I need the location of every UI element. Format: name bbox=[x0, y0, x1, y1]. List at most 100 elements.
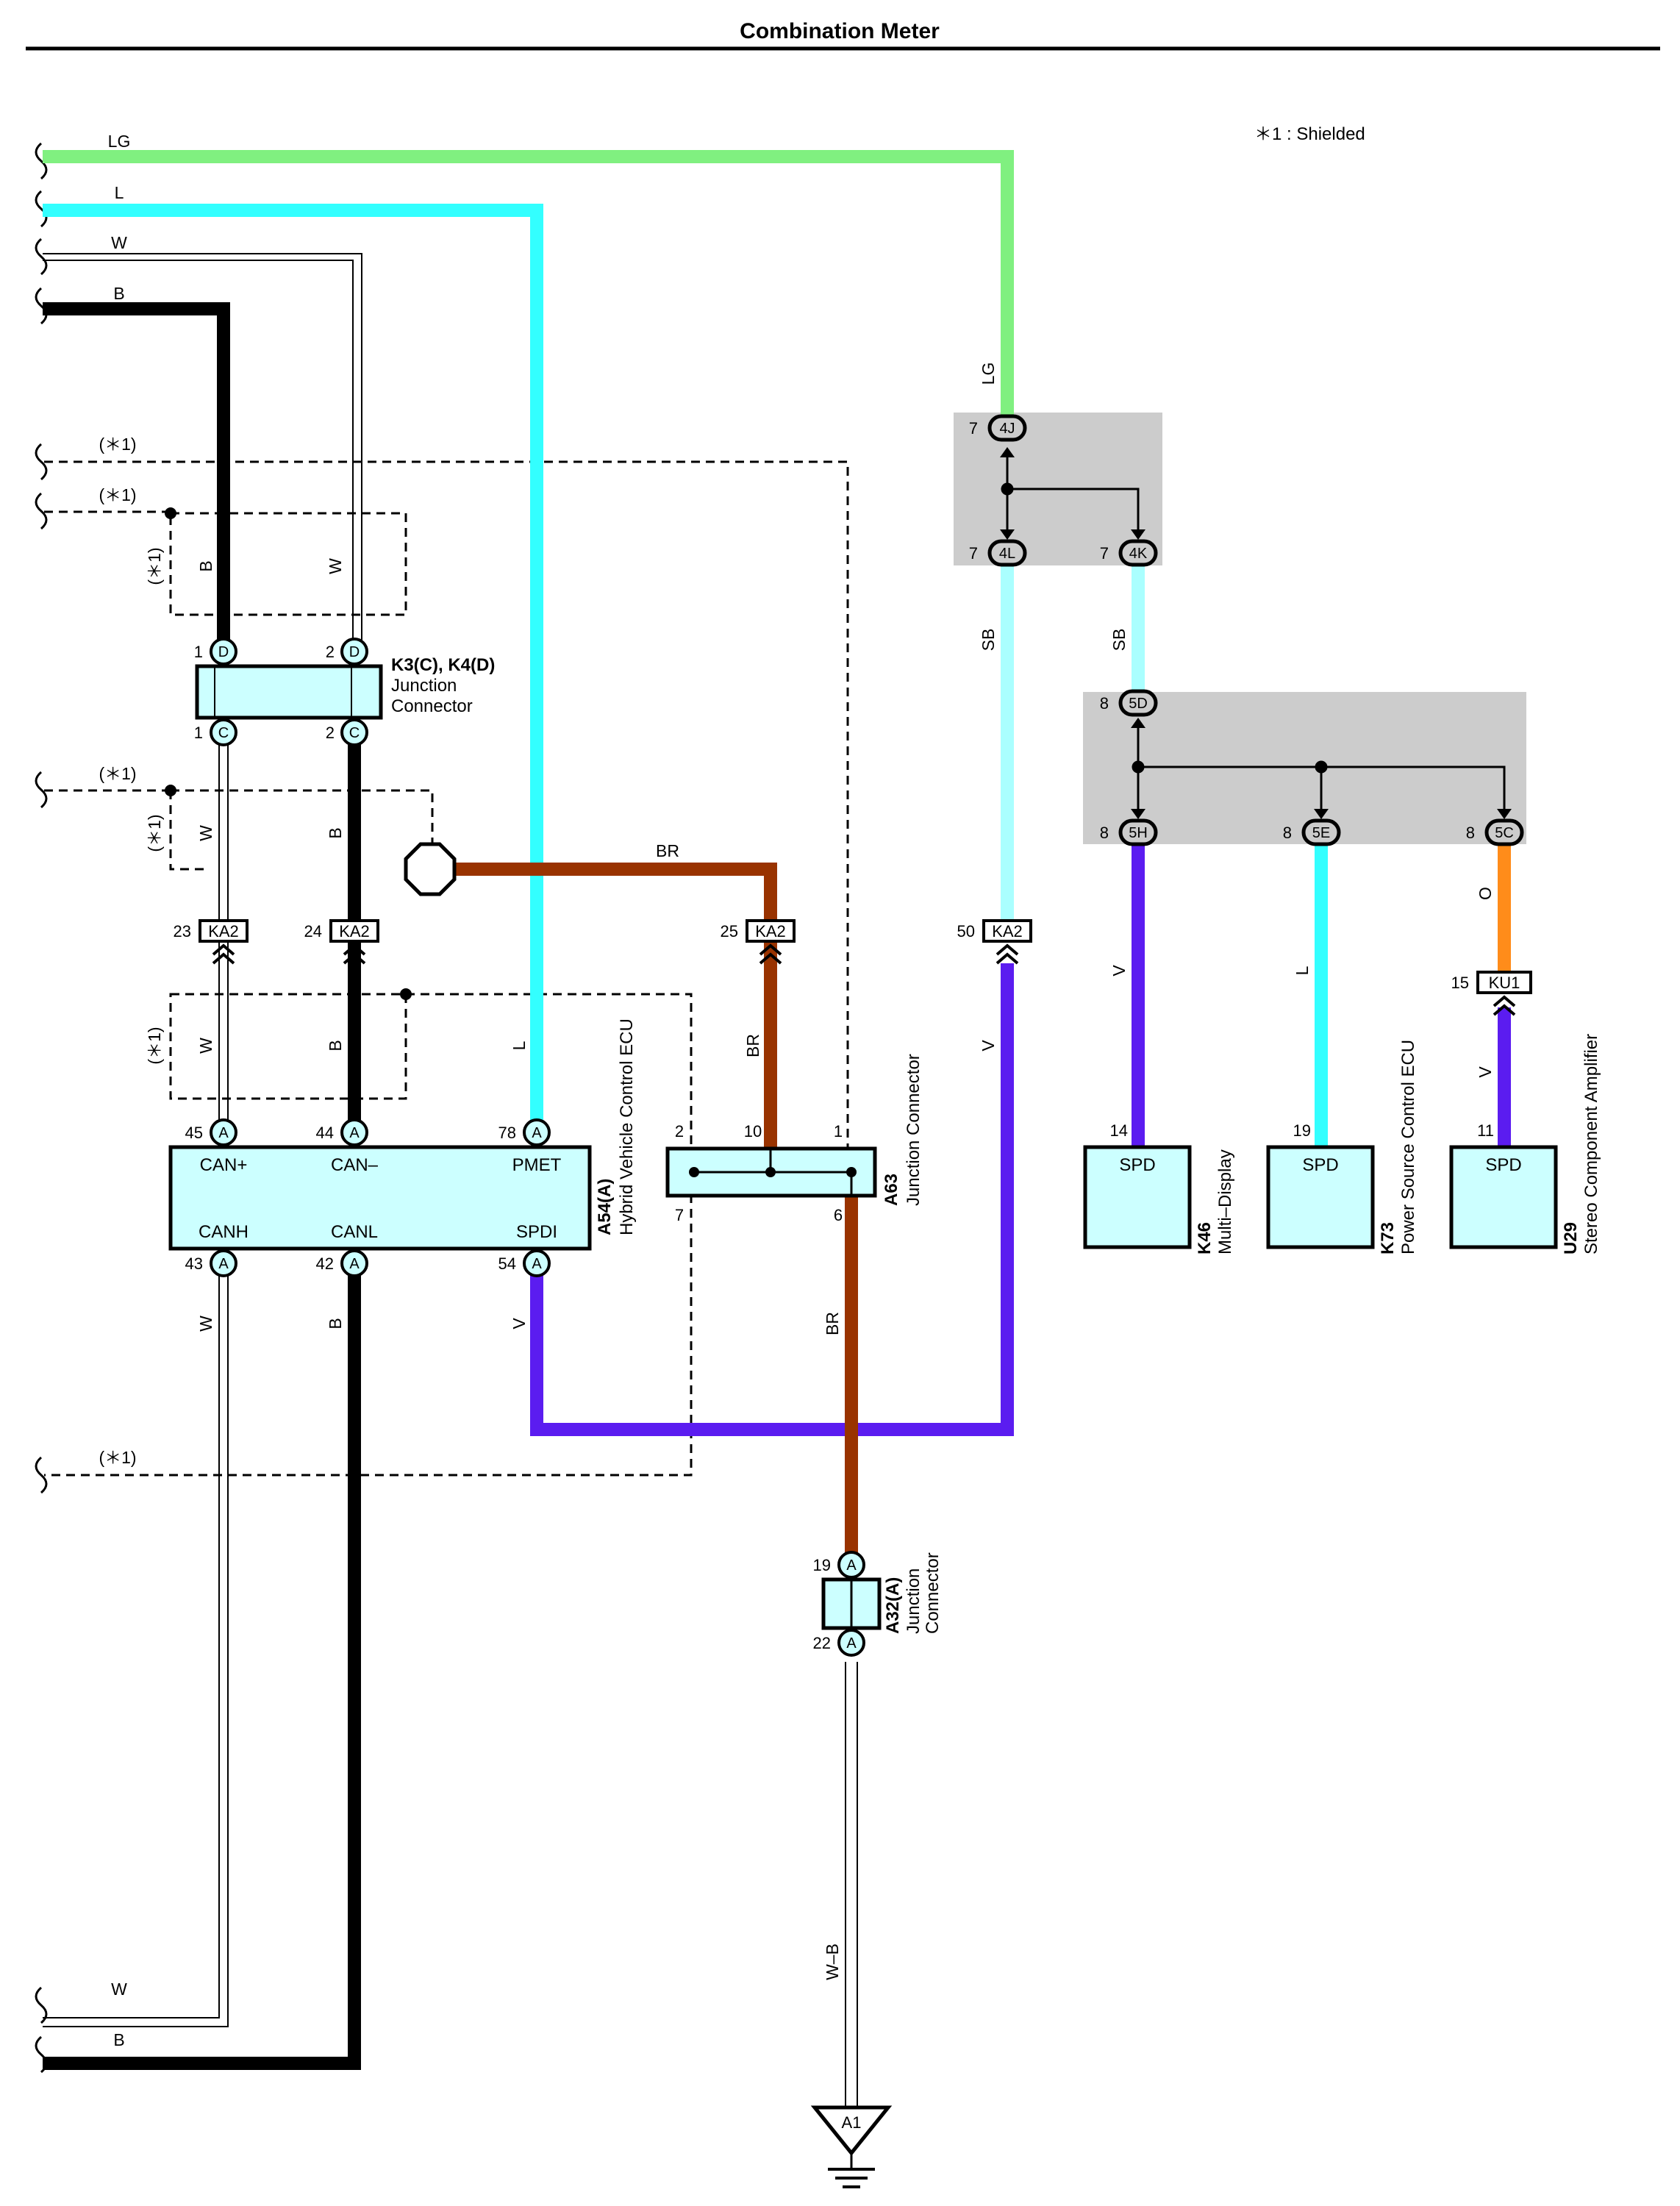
svg-text:19: 19 bbox=[1293, 1121, 1311, 1140]
svg-text:42: 42 bbox=[316, 1254, 334, 1273]
svg-text:8: 8 bbox=[1100, 824, 1109, 842]
a54-term-pmet: PMET bbox=[512, 1155, 562, 1175]
shield-note: ＊1 : Shielded bbox=[1254, 124, 1365, 144]
k3-k4-junction-connector: D D C C 1 2 1 2 K3(C), K4(D) Junction Co… bbox=[194, 638, 495, 746]
shield-labels: (＊1) (＊1) (＊1) (＊1) (＊1) (＊1) (＊1) bbox=[99, 435, 164, 1467]
svg-text:B: B bbox=[113, 2030, 124, 2049]
svg-text:BR: BR bbox=[823, 1312, 842, 1335]
svg-text:7: 7 bbox=[1100, 544, 1109, 563]
wire-l-ecu bbox=[43, 204, 543, 1132]
svg-text:V: V bbox=[1109, 965, 1129, 977]
svg-text:A: A bbox=[218, 1256, 229, 1272]
wire-br-top bbox=[454, 863, 777, 1150]
svg-text:(＊1): (＊1) bbox=[99, 764, 136, 783]
wire-b-top bbox=[43, 302, 230, 652]
svg-text:Connector: Connector bbox=[923, 1552, 943, 1634]
svg-text:43: 43 bbox=[185, 1254, 203, 1273]
svg-text:W: W bbox=[111, 1980, 127, 1999]
a54-code: A54(A) bbox=[595, 1179, 615, 1235]
wire-labels: LG L W B B W W B W B L BR BR BR W B W B … bbox=[108, 132, 1495, 2049]
svg-text:W: W bbox=[196, 1316, 215, 1332]
svg-text:L: L bbox=[1293, 965, 1312, 975]
wire-w-top-inner bbox=[43, 260, 354, 658]
svg-text:B: B bbox=[113, 284, 124, 303]
svg-text:BR: BR bbox=[743, 1034, 762, 1057]
svg-text:2: 2 bbox=[326, 643, 335, 661]
svg-text:A: A bbox=[349, 1256, 360, 1272]
svg-text:O: O bbox=[1476, 887, 1495, 900]
svg-text:L: L bbox=[115, 183, 124, 202]
svg-text:KA2: KA2 bbox=[339, 922, 370, 940]
wire-v-ecu bbox=[530, 963, 1014, 1436]
svg-text:Junction: Junction bbox=[904, 1568, 923, 1634]
svg-text:SB: SB bbox=[1109, 629, 1129, 652]
wire-w-bottom bbox=[43, 1272, 229, 2027]
svg-text:W: W bbox=[196, 1038, 215, 1054]
a63-junction-connector: 2 10 1 7 6 A63 Junction Connector bbox=[665, 1054, 923, 1224]
svg-text:(＊1): (＊1) bbox=[145, 1027, 164, 1064]
ku1-connector: KU1 15 bbox=[1451, 971, 1532, 1016]
svg-text:19: 19 bbox=[813, 1556, 831, 1574]
svg-text:(＊1): (＊1) bbox=[99, 1448, 136, 1467]
svg-text:KU1: KU1 bbox=[1489, 974, 1520, 992]
svg-text:KA2: KA2 bbox=[755, 922, 786, 940]
svg-text:V: V bbox=[979, 1040, 998, 1052]
svg-text:78: 78 bbox=[498, 1124, 516, 1142]
svg-text:LG: LG bbox=[108, 132, 131, 151]
k73-name: Power Source Control ECU bbox=[1398, 1040, 1418, 1254]
k46-multi-display: SPD 14 K46 Multi–Display bbox=[1083, 1121, 1235, 1254]
wire-lg bbox=[43, 150, 1014, 429]
a32-junction-connector: A A 19 22 A32(A) Junction Connector bbox=[813, 1551, 943, 1657]
ground-a1: A1 bbox=[810, 2105, 893, 2188]
svg-text:8: 8 bbox=[1100, 694, 1109, 713]
svg-text:A: A bbox=[846, 1557, 857, 1574]
a63-name: Junction Connector bbox=[904, 1054, 923, 1206]
svg-text:45: 45 bbox=[185, 1124, 203, 1142]
svg-text:A1: A1 bbox=[842, 2113, 862, 2132]
svg-text:Connector: Connector bbox=[391, 696, 473, 716]
svg-text:7: 7 bbox=[969, 544, 978, 563]
splice-point bbox=[404, 842, 457, 896]
svg-text:(＊1): (＊1) bbox=[145, 814, 164, 852]
diagram-title: Combination Meter bbox=[740, 19, 940, 43]
svg-text:C: C bbox=[349, 725, 360, 741]
svg-text:SPD: SPD bbox=[1302, 1155, 1338, 1175]
svg-text:W–B: W–B bbox=[823, 1943, 842, 1980]
junction-5-internal bbox=[1132, 719, 1506, 818]
a54-term-can-plus: CAN+ bbox=[200, 1155, 248, 1175]
a54-hybrid-vehicle-control-ecu: A A A A A A 45 44 78 43 42 54 CAN+ CAN– … bbox=[168, 1018, 637, 1277]
a54-name: Hybrid Vehicle Control ECU bbox=[617, 1018, 637, 1235]
svg-text:11: 11 bbox=[1477, 1121, 1494, 1140]
svg-text:50: 50 bbox=[957, 922, 975, 940]
svg-text:6: 6 bbox=[834, 1206, 843, 1224]
svg-text:8: 8 bbox=[1466, 824, 1475, 842]
svg-text:15: 15 bbox=[1451, 974, 1469, 992]
svg-text:1: 1 bbox=[834, 1122, 843, 1141]
wire-w-top-outer bbox=[43, 253, 362, 658]
svg-text:10: 10 bbox=[744, 1122, 762, 1141]
svg-text:5C: 5C bbox=[1495, 825, 1514, 841]
svg-text:W: W bbox=[196, 825, 215, 841]
svg-text:BR: BR bbox=[656, 841, 679, 860]
svg-text:B: B bbox=[196, 560, 215, 571]
a32-code: A32(A) bbox=[883, 1577, 903, 1634]
svg-text:2: 2 bbox=[326, 724, 335, 742]
k73-code: K73 bbox=[1378, 1222, 1398, 1254]
junction-4-internal bbox=[1001, 457, 1140, 537]
a54-term-canh: CANH bbox=[199, 1222, 249, 1242]
a54-term-can-minus: CAN– bbox=[331, 1155, 379, 1175]
k3-k4-code: K3(C), K4(D) bbox=[391, 655, 495, 675]
junction-5: 5D 8 5H 8 5E 8 5C 8 bbox=[1100, 689, 1524, 846]
svg-text:SB: SB bbox=[979, 629, 998, 652]
wire-wb bbox=[845, 1662, 858, 2124]
svg-text:A: A bbox=[349, 1125, 360, 1141]
svg-text:7: 7 bbox=[969, 419, 978, 438]
svg-text:4J: 4J bbox=[999, 421, 1015, 437]
svg-text:4L: 4L bbox=[999, 546, 1015, 562]
k73-power-source-control-ecu: SPD 19 K73 Power Source Control ECU bbox=[1266, 1040, 1418, 1254]
svg-text:(＊1): (＊1) bbox=[145, 547, 164, 585]
a54-term-spdi: SPDI bbox=[516, 1222, 557, 1242]
junction-4: 4J 7 4L 7 4K 7 bbox=[969, 414, 1158, 567]
k46-name: Multi–Display bbox=[1215, 1149, 1235, 1254]
